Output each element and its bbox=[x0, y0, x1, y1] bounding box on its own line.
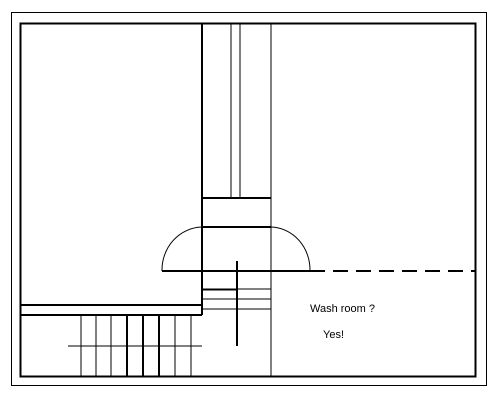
annotation-question: Wash room ? bbox=[310, 303, 375, 315]
door-swing-left bbox=[161, 226, 203, 272]
staircase bbox=[68, 315, 202, 376]
step-lines bbox=[202, 288, 271, 310]
door-swing-right bbox=[270, 226, 311, 272]
outer-frame bbox=[11, 12, 487, 386]
annotation-answer: Yes! bbox=[323, 329, 344, 341]
inner-frame bbox=[19, 22, 477, 378]
